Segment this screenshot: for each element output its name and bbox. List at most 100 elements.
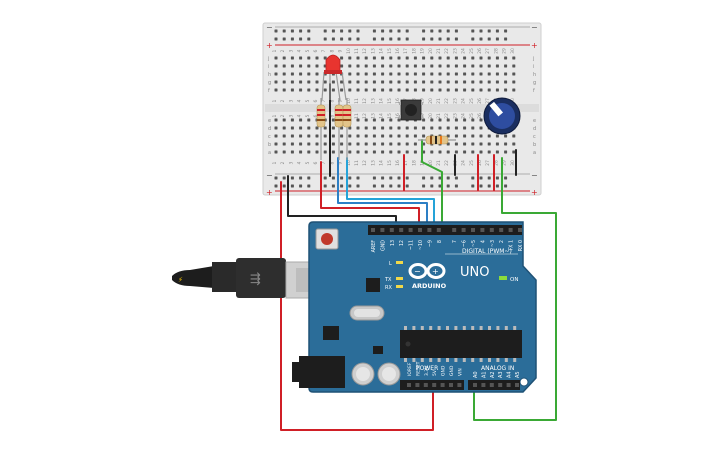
breadboard-hole[interactable]	[479, 150, 483, 154]
header-pins[interactable]	[371, 228, 522, 387]
breadboard-hole[interactable]	[504, 80, 508, 84]
rail-hole[interactable]	[299, 176, 303, 180]
rail-hole[interactable]	[274, 29, 278, 33]
rail-hole[interactable]	[471, 29, 475, 33]
breadboard-hole[interactable]	[422, 88, 426, 92]
breadboard-hole[interactable]	[290, 72, 294, 76]
rail-hole[interactable]	[495, 176, 499, 180]
breadboard-hole[interactable]	[299, 72, 303, 76]
breadboard-hole[interactable]	[290, 150, 294, 154]
rail-hole[interactable]	[422, 29, 426, 33]
breadboard-hole[interactable]	[381, 80, 385, 84]
rail-hole[interactable]	[389, 37, 393, 41]
breadboard-hole[interactable]	[495, 80, 499, 84]
wire-green-pin8[interactable]	[421, 139, 443, 229]
breadboard-hole[interactable]	[331, 134, 335, 138]
rail-hole[interactable]	[487, 29, 491, 33]
breadboard-hole[interactable]	[405, 150, 409, 154]
breadboard-hole[interactable]	[389, 88, 393, 92]
rail-hole[interactable]	[381, 184, 385, 188]
breadboard-hole[interactable]	[430, 72, 434, 76]
rail-hole[interactable]	[356, 184, 360, 188]
breadboard-hole[interactable]	[422, 118, 426, 122]
breadboard-hole[interactable]	[282, 126, 286, 130]
rail-hole[interactable]	[307, 29, 311, 33]
breadboard-hole[interactable]	[290, 56, 294, 60]
digital-pin[interactable]	[389, 228, 394, 232]
power-pin[interactable]	[449, 383, 453, 387]
breadboard-hole[interactable]	[274, 126, 278, 130]
rail-hole[interactable]	[438, 37, 442, 41]
breadboard-hole[interactable]	[397, 150, 401, 154]
rail-hole[interactable]	[479, 176, 483, 180]
breadboard-hole[interactable]	[454, 88, 458, 92]
breadboard-hole[interactable]	[307, 126, 311, 130]
rail-hole[interactable]	[389, 176, 393, 180]
rail-hole[interactable]	[356, 37, 360, 41]
breadboard-hole[interactable]	[299, 118, 303, 122]
rail-hole[interactable]	[397, 37, 401, 41]
analog-pin[interactable]	[489, 383, 494, 387]
breadboard-hole[interactable]	[397, 88, 401, 92]
breadboard-hole[interactable]	[422, 56, 426, 60]
rail-hole[interactable]	[290, 184, 294, 188]
breadboard-hole[interactable]	[454, 80, 458, 84]
breadboard-hole[interactable]	[290, 88, 294, 92]
rail-hole[interactable]	[299, 29, 303, 33]
breadboard-hole[interactable]	[463, 64, 467, 68]
rail-hole[interactable]	[331, 184, 335, 188]
breadboard-hole[interactable]	[463, 56, 467, 60]
breadboard-hole[interactable]	[389, 80, 393, 84]
breadboard-hole[interactable]	[438, 150, 442, 154]
power-pin[interactable]	[423, 383, 428, 387]
breadboard-hole[interactable]	[397, 56, 401, 60]
breadboard-hole[interactable]	[356, 134, 360, 138]
breadboard-hole[interactable]	[323, 56, 327, 60]
rail-hole[interactable]	[487, 37, 491, 41]
breadboard-hole[interactable]	[299, 134, 303, 138]
rail-hole[interactable]	[471, 176, 475, 180]
breadboard-hole[interactable]	[290, 118, 294, 122]
breadboard-hole[interactable]	[381, 150, 385, 154]
breadboard-hole[interactable]	[299, 56, 303, 60]
rail-hole[interactable]	[372, 37, 376, 41]
breadboard-hole[interactable]	[348, 80, 352, 84]
breadboard-hole[interactable]	[389, 72, 393, 76]
breadboard-hole[interactable]	[274, 64, 278, 68]
breadboard-hole[interactable]	[504, 150, 508, 154]
breadboard-hole[interactable]	[397, 126, 401, 130]
breadboard-hole[interactable]	[372, 72, 376, 76]
breadboard-hole[interactable]	[340, 88, 344, 92]
rail-hole[interactable]	[495, 29, 499, 33]
breadboard-hole[interactable]	[348, 126, 352, 130]
breadboard-hole[interactable]	[323, 150, 327, 154]
digital-pin[interactable]	[489, 228, 494, 232]
breadboard-hole[interactable]	[504, 134, 508, 138]
breadboard-hole[interactable]	[413, 142, 417, 146]
breadboard-hole[interactable]	[471, 142, 475, 146]
rail-hole[interactable]	[446, 29, 450, 33]
wires[interactable]	[280, 83, 557, 431]
breadboard-hole[interactable]	[389, 134, 393, 138]
breadboard-hole[interactable]	[315, 126, 319, 130]
rail-hole[interactable]	[299, 37, 303, 41]
rail-hole[interactable]	[438, 176, 442, 180]
breadboard-hole[interactable]	[282, 80, 286, 84]
power-pin[interactable]	[440, 383, 445, 387]
breadboard-hole[interactable]	[504, 72, 508, 76]
breadboard-hole[interactable]	[504, 64, 508, 68]
breadboard-hole[interactable]	[331, 150, 335, 154]
rail-hole[interactable]	[274, 184, 278, 188]
rail-hole[interactable]	[479, 29, 483, 33]
breadboard-hole[interactable]	[307, 88, 311, 92]
breadboard-hole[interactable]	[446, 80, 450, 84]
breadboard-hole[interactable]	[463, 150, 467, 154]
breadboard-hole[interactable]	[454, 64, 458, 68]
breadboard-hole[interactable]	[282, 142, 286, 146]
breadboard-hole[interactable]	[495, 56, 499, 60]
breadboard-hole[interactable]	[495, 88, 499, 92]
power-pin[interactable]	[432, 383, 437, 387]
breadboard-hole[interactable]	[340, 56, 344, 60]
